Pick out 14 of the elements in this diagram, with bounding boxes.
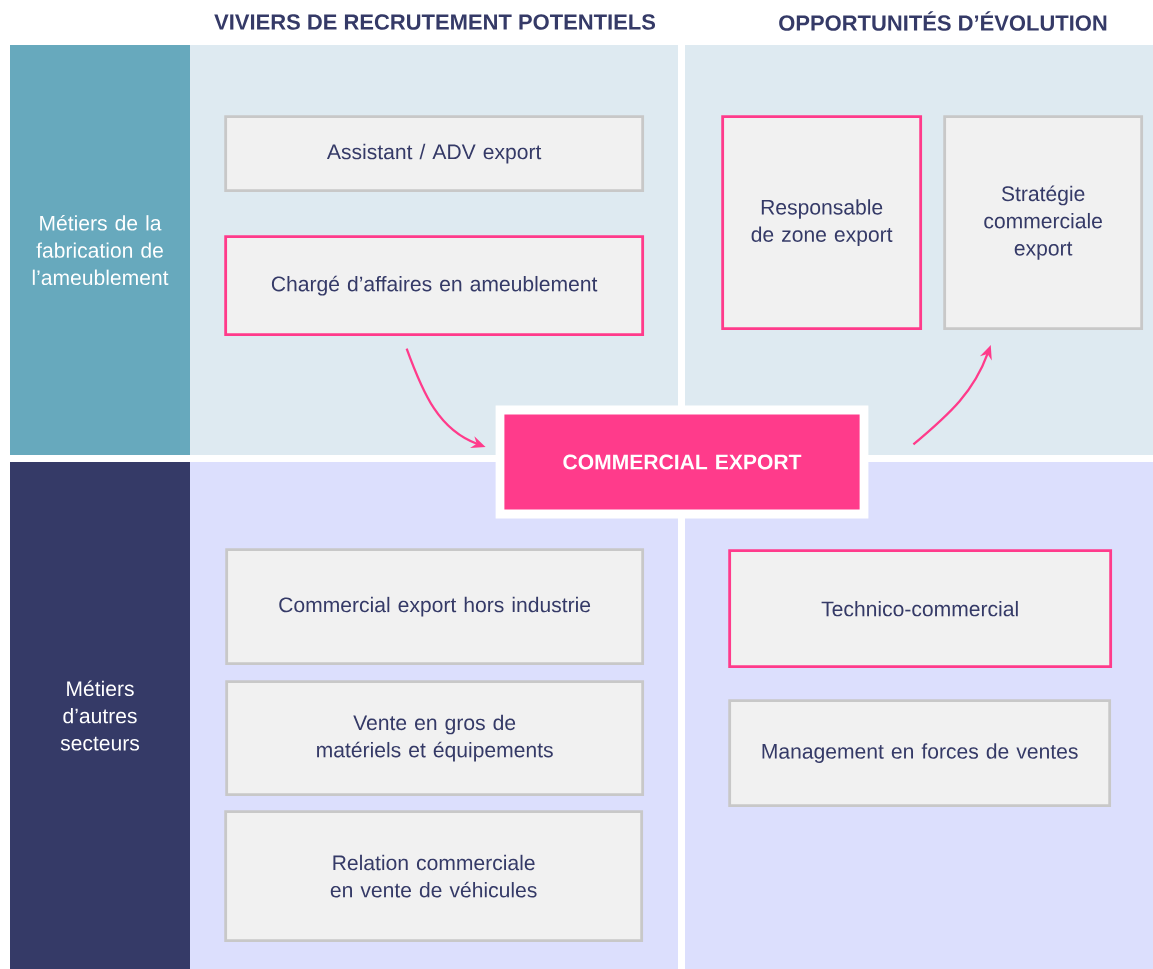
job-box: Responsable de zone export [721, 115, 923, 331]
column-heading: OPPORTUNITÉS D’ÉVOLUTION [779, 11, 1107, 31]
job-box: Assistant / ADV export [224, 115, 645, 193]
job-box: Chargé d’affaires en ameublement [224, 235, 645, 337]
job-box: Commercial export hors industrie [225, 548, 645, 666]
column-heading: VIVIERS DE RECRUTEMENT POTENTIELS [214, 14, 656, 30]
job-box: Technico-commercial [728, 549, 1113, 669]
job-box: Vente en gros de matériels et équipements [225, 680, 645, 797]
band: Métiers de la fabrication de l’ameublement [10, 45, 190, 455]
target-job-box: COMMERCIAL EXPORT [495, 405, 869, 519]
job-box: Management en forces de ventes [728, 699, 1112, 808]
band: Métiers d’autres secteurs [10, 462, 190, 969]
job-box: Stratégie commerciale export [943, 115, 1144, 331]
job-box: Relation commerciale en vente de véhicules [224, 810, 644, 943]
